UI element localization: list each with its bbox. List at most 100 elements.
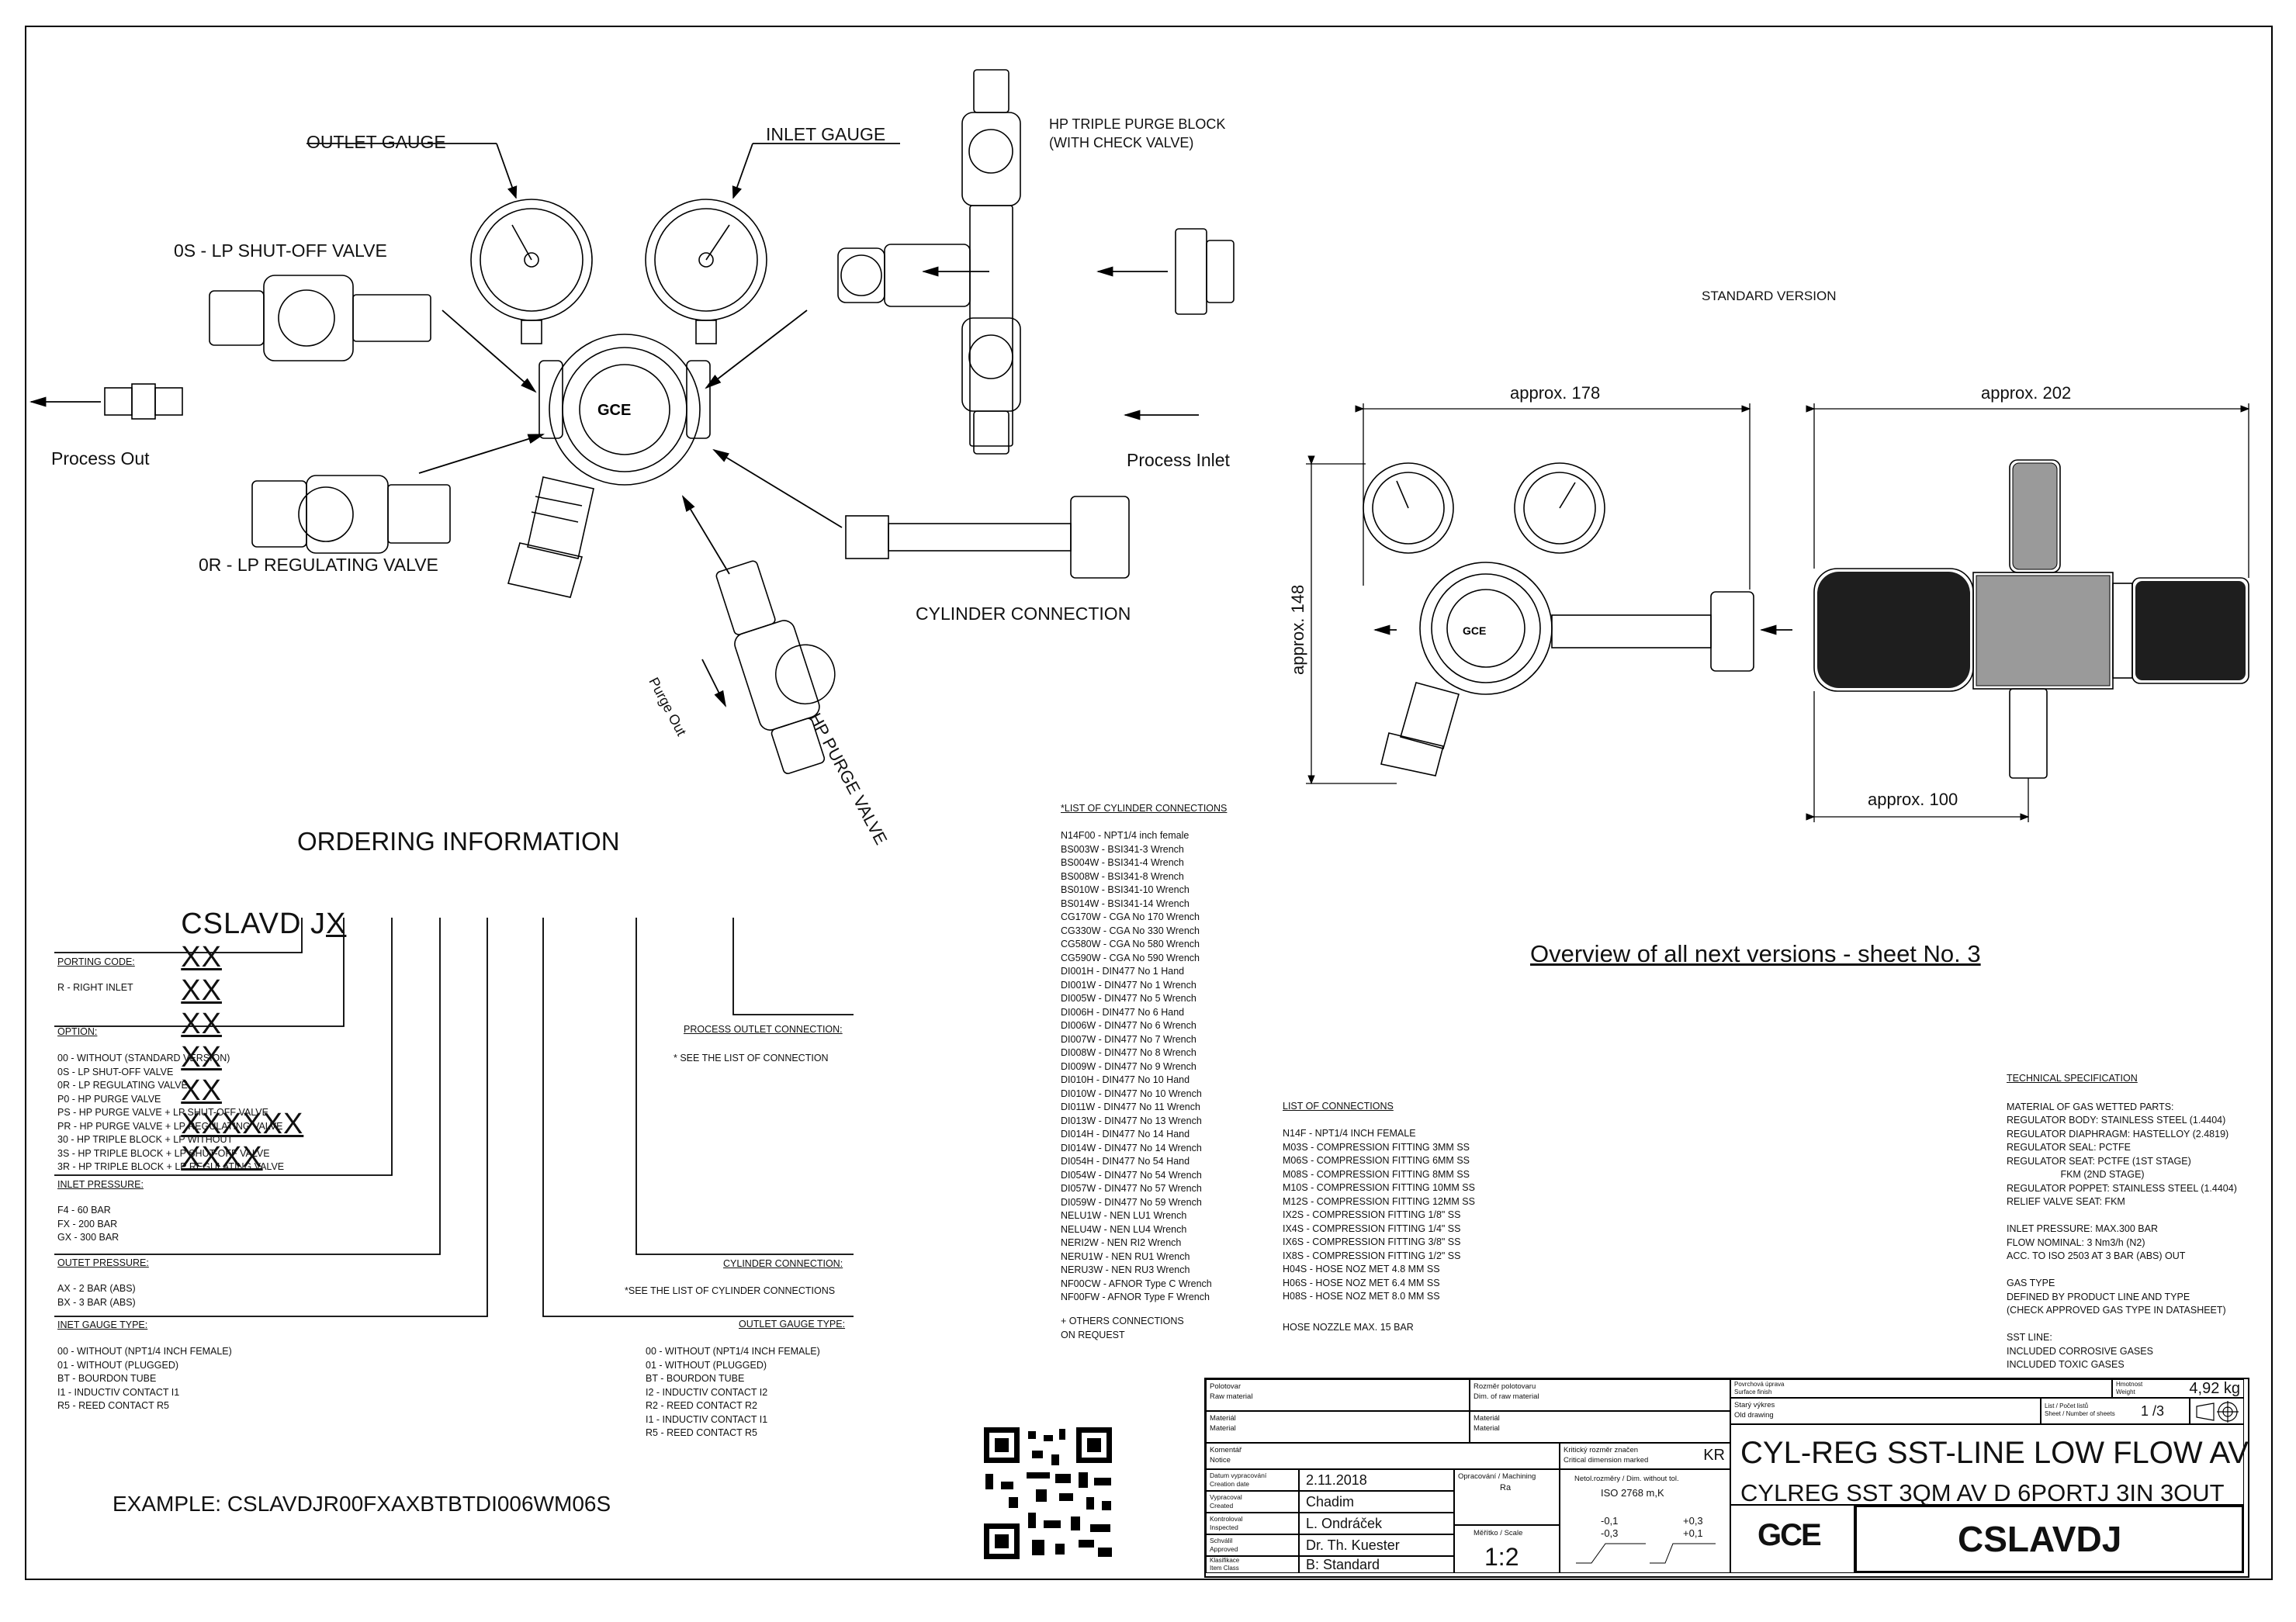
tb-label: Komentář	[1210, 1446, 1242, 1454]
list-item: I1 - INDUCTIV CONTACT I1	[57, 1386, 180, 1398]
list-item: N14F00 - NPT1/4 inch female	[1061, 830, 1190, 841]
code-prefix: CSLAVD J	[181, 908, 327, 940]
code-segment-option: XX	[181, 941, 222, 974]
list-item: REGULATOR POPPET: STAINLESS STEEL (1.440…	[2007, 1182, 2237, 1194]
company-logo: GCE	[1730, 1505, 1854, 1573]
regulator-logo-marks: GCE GCE	[597, 402, 1486, 637]
tb-inspected: L. Ondráček	[1299, 1513, 1454, 1534]
list-item: DI005W - DIN477 No 5 Wrench	[1061, 993, 1196, 1004]
tb-label: Materiál	[1474, 1414, 1500, 1423]
cylinder-connection-label: CYLINDER CONNECTION	[916, 603, 1131, 624]
title-block: Polotovar Raw material Rozměr polotovaru…	[1204, 1378, 2249, 1578]
tb-value: ISO 2768 m,K	[1601, 1487, 1664, 1499]
list-item: INCLUDED CORROSIVE GASES	[2007, 1345, 2153, 1357]
outlet-pressure-heading: OUTET PRESSURE:	[57, 1257, 149, 1268]
list-item: RELIEF VALVE SEAT: FKM	[2007, 1196, 2125, 1207]
list-item	[2007, 1264, 2237, 1278]
tb-notice: Komentář Notice	[1206, 1443, 1560, 1469]
dim-width: approx. 178	[1510, 383, 1601, 403]
tb-label: Critical dimension marked	[1564, 1456, 1649, 1465]
tb-dim-raw: Rozměr polotovaru Dim. of raw material	[1470, 1379, 1730, 1411]
list-item: NERU3W - NEN RU3 Wrench	[1061, 1264, 1190, 1275]
list-item: CG330W - CGA No 330 Wrench	[1061, 925, 1200, 936]
tb-weight: Hmotnost Weight 4,92 kg	[2112, 1379, 2244, 1398]
code-segment-porting: X	[326, 908, 347, 940]
list-item: REGULATOR SEAT: PCTFE (1ST STAGE)	[2007, 1155, 2191, 1167]
list-item: H04S - HOSE NOZ MET 4.8 MM SS	[1283, 1264, 1440, 1274]
list-item: F4 - 60 BAR	[57, 1205, 111, 1216]
code-segment-inlet-gauge: XX	[181, 1041, 222, 1074]
drawing-subtitle: CYLREG SST 3QM AV D 6PORTJ 3IN 3OUT	[1740, 1479, 2225, 1506]
list-item: I2 - INDUCTIV CONTACT I2	[646, 1386, 768, 1398]
projection-icon	[2196, 1401, 2239, 1423]
list-item: 30 - HP TRIPLE BLOCK + LP WITHOUT	[57, 1134, 234, 1145]
list-item: R - RIGHT INLET	[57, 982, 133, 993]
tolerance-symbols	[1576, 1543, 1716, 1564]
list-item: FKM (2ND STAGE)	[2007, 1169, 2145, 1180]
list-item: R5 - REED CONTACT R5	[57, 1400, 170, 1411]
tb-label: Materiál	[1210, 1414, 1236, 1423]
outlet-gauge-type-heading: OUTLET GAUGE TYPE:	[739, 1319, 846, 1330]
list-item: 01 - WITHOUT (PLUGGED)	[57, 1359, 179, 1371]
process-outlet-heading: PROCESS OUTLET CONNECTION:	[684, 1024, 843, 1035]
tb-value: Ra	[1500, 1483, 1512, 1492]
leader-arrows	[29, 143, 1792, 707]
list-item: IX8S - COMPRESSION FITTING 1/2" SS	[1283, 1250, 1461, 1261]
gce-logo: GCE	[1757, 1518, 1822, 1552]
tb-tol-value: +0,1	[1683, 1527, 1703, 1539]
list-item: R2 - REED CONTACT R2	[646, 1400, 758, 1411]
list-item	[2007, 1087, 2237, 1101]
list-item: N14F - NPT1/4 INCH FEMALE	[1283, 1128, 1416, 1139]
list-item: P0 - HP PURGE VALVE	[57, 1093, 161, 1105]
code-segment-cylinder-connection: XXXXXX	[181, 1108, 304, 1140]
inlet-gauge-drawing	[645, 199, 767, 344]
outlet-gauge-type-list: 00 - WITHOUT (NPT1/4 INCH FEMALE)01 - WI…	[646, 1345, 820, 1440]
tb-material: Materiál Material	[1206, 1411, 1470, 1443]
tb-approved-label: Schválil Approved	[1206, 1534, 1299, 1556]
list-item: *SEE THE LIST OF CYLINDER CONNECTIONS	[625, 1285, 836, 1296]
list-item: DI009W - DIN477 No 9 Wrench	[1061, 1060, 1196, 1072]
cylinder-connection-heading: CYLINDER CONNECTION:	[723, 1258, 843, 1269]
list-item: FX - 200 BAR	[57, 1218, 118, 1229]
list-item: SST LINE:	[2007, 1332, 2052, 1343]
tb-drawing-number: CSLAVDJ	[1854, 1505, 2244, 1573]
lp-regulating-valve-label: 0R - LP REGULATING VALVE	[199, 555, 438, 575]
tb-created-date: 2.11.2018	[1299, 1469, 1454, 1491]
list-item: REGULATOR DIAPHRAGM: HASTELLOY (2.4819)	[2007, 1128, 2229, 1140]
tb-label: Polotovar	[1210, 1382, 1242, 1391]
drawing-title: CYL-REG SST-LINE LOW FLOW AV	[1740, 1436, 2249, 1470]
dim-height: approx. 148	[1288, 584, 1307, 675]
tb-label: Měřítko / Scale	[1474, 1529, 1523, 1537]
list-item: ON REQUEST	[1061, 1329, 1125, 1340]
tb-sheet: List / Počet listů Sheet / Number of she…	[2041, 1398, 2190, 1424]
outlet-gauge-label: OUTLET GAUGE	[306, 132, 446, 152]
hp-triple-purge-block-sublabel: (WITH CHECK VALVE)	[1049, 135, 1194, 150]
standard-version-title: STANDARD VERSION	[1702, 289, 1837, 303]
tb-material-2: Materiál Material	[1470, 1411, 1730, 1443]
list-item: BS014W - BSI341-14 Wrench	[1061, 897, 1190, 909]
tb-value: B: Standard	[1306, 1557, 1380, 1572]
tb-class: B: Standard	[1299, 1556, 1454, 1573]
tb-value: Dr. Th. Kuester	[1306, 1537, 1400, 1553]
list-item: INLET PRESSURE: MAX.300 BAR	[2007, 1223, 2158, 1234]
tb-label: Vypracoval	[1210, 1493, 1242, 1501]
cylinder-connections-heading: *LIST OF CYLINDER CONNECTIONS	[1061, 803, 1228, 814]
list-item: CG170W - CGA No 170 Wrench	[1061, 911, 1200, 922]
projection-symbol	[2190, 1398, 2244, 1424]
tb-label: Item Class	[1210, 1565, 1239, 1572]
tb-label: Created	[1210, 1502, 1234, 1510]
qr-code	[980, 1423, 1116, 1559]
tb-label: Approved	[1210, 1545, 1238, 1553]
list-item: BS008W - BSI341-8 Wrench	[1061, 870, 1184, 882]
inlet-pressure-heading: INLET PRESSURE:	[57, 1179, 144, 1190]
svg-text:GCE: GCE	[597, 402, 631, 419]
process-out-label: Process Out	[51, 448, 150, 469]
list-item: FLOW NOMINAL: 3 Nm3/h (N2)	[2007, 1236, 2145, 1248]
code-segment-inlet-pressure: XX	[181, 974, 222, 1007]
list-item: DI001W - DIN477 No 1 Wrench	[1061, 979, 1196, 991]
list-item: (CHECK APPROVED GAS TYPE IN DATASHEET)	[2007, 1305, 2226, 1316]
list-item: CG580W - CGA No 580 Wrench	[1061, 939, 1200, 949]
list-item: M08S - COMPRESSION FITTING 8MM SS	[1283, 1168, 1470, 1180]
